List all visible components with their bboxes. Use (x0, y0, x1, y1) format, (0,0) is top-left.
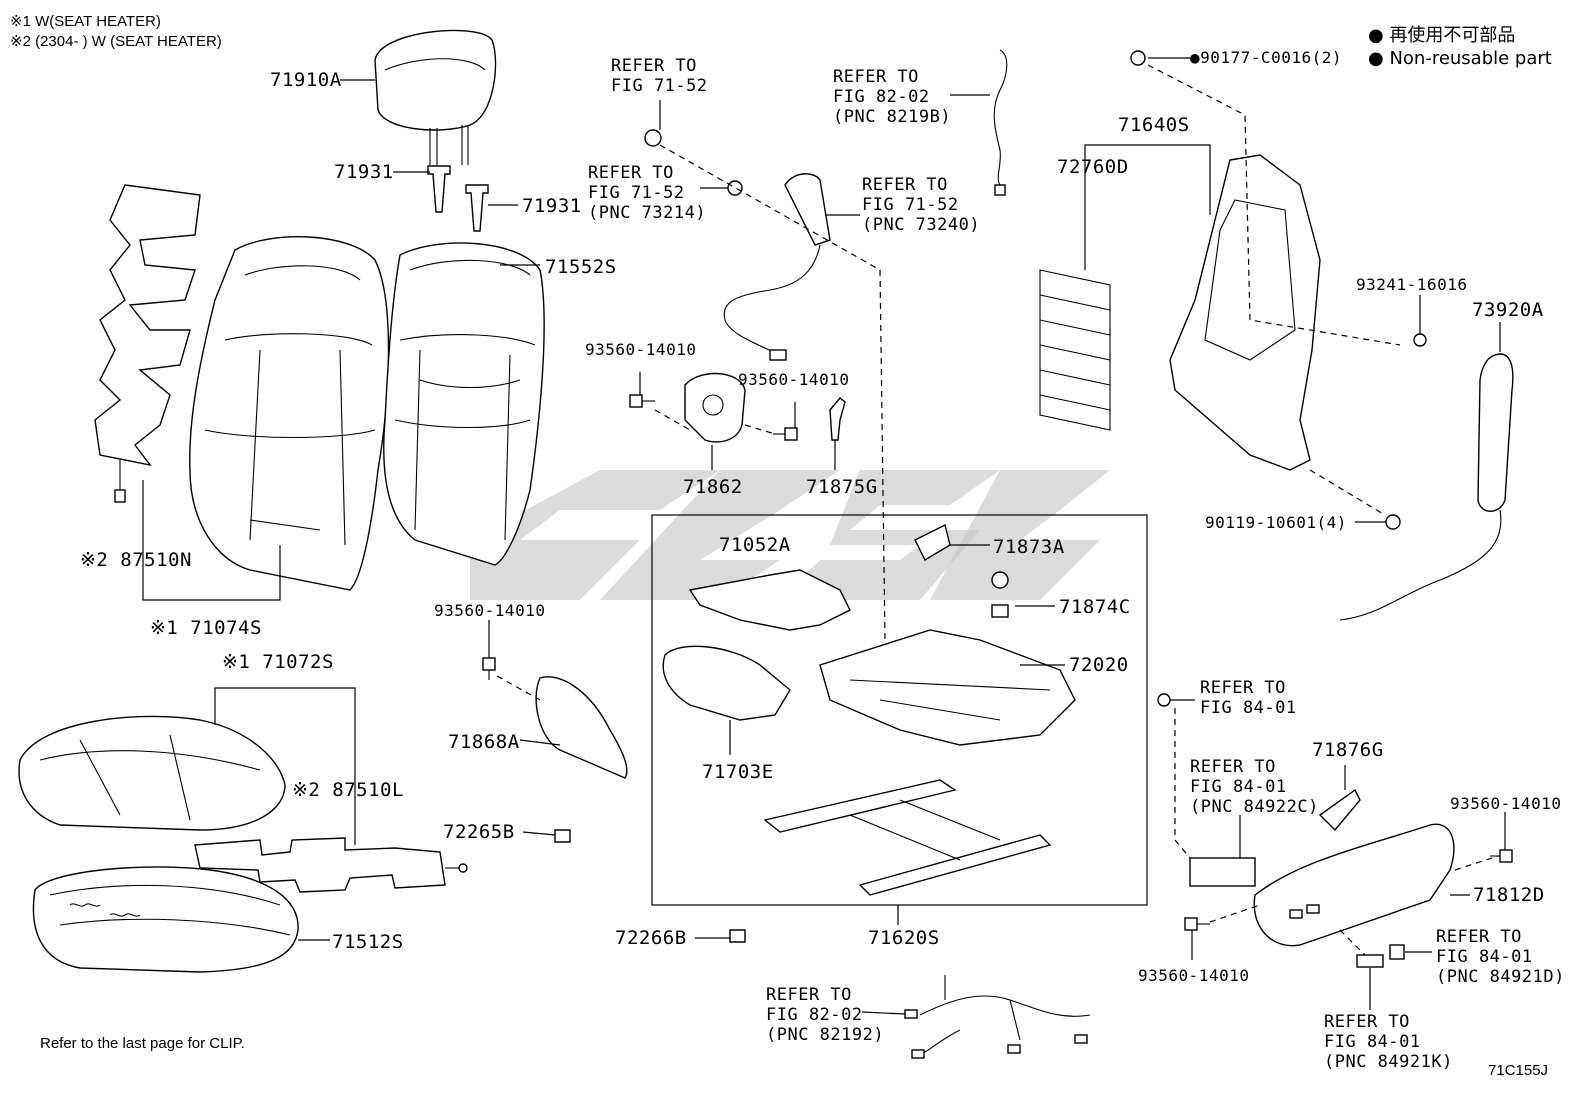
note-seat-heater-1: ※1 W(SEAT HEATER) (10, 13, 161, 30)
bracket-71875G (829, 397, 846, 441)
airbag-73920A (1339, 353, 1514, 621)
part-label-71910A[interactable]: 71910A (270, 69, 342, 91)
nut-refer-71-52 (644, 129, 662, 147)
clip-73214 (727, 180, 743, 196)
harness-8219B (993, 49, 1008, 196)
refer-to-pnc-73240[interactable]: REFER TO FIG 71-52 (PNC 73240) (862, 175, 981, 235)
knob-84921 (1356, 944, 1405, 968)
dashed-guide-lines (496, 64, 1499, 956)
seat-lifter-cover-71862 (684, 372, 746, 443)
part-label-71862[interactable]: 71862 (683, 476, 743, 498)
bolt-93560 (482, 394, 1513, 931)
part-label-87510L[interactable]: ※2 87510L (292, 779, 404, 801)
part-label-73920A[interactable]: 73920A (1472, 299, 1544, 321)
part-label-93560-e[interactable]: 93560-14010 (1138, 966, 1250, 985)
wire-harness-82192 (904, 975, 1091, 1059)
legend-english: ● Non-reusable part (1368, 48, 1552, 69)
power-seat-switch-cover-71812D (1253, 823, 1455, 947)
part-label-93560-b[interactable]: 93560-14010 (738, 370, 850, 389)
part-label-71052A[interactable]: 71052A (719, 534, 791, 556)
part-label-71931-b[interactable]: 71931 (522, 195, 582, 217)
part-label-93560-d[interactable]: 93560-14010 (1450, 794, 1562, 813)
part-label-71874C[interactable]: 71874C (1059, 596, 1131, 618)
part-label-93560-c[interactable]: 93560-14010 (434, 601, 546, 620)
seat-cushion-heater-mat (194, 837, 468, 893)
note-seat-heater-2: ※2 (2304- ) W (SEAT HEATER) (10, 33, 222, 50)
headrest-guide-71931 (427, 165, 489, 232)
part-label-71620S[interactable]: 71620S (868, 927, 940, 949)
watermark-logo (470, 470, 1110, 600)
part-label-93560-a[interactable]: 93560-14010 (585, 340, 697, 359)
seat-cushion-pan-71703E (662, 645, 791, 721)
refer-to-pnc-82192[interactable]: REFER TO FIG 82-02 (PNC 82192) (766, 985, 885, 1045)
seat-cushion-plate-71052A (688, 569, 851, 631)
part-label-72266B[interactable]: 72266B (615, 927, 687, 949)
switch-84922C (1189, 857, 1256, 887)
seatback-frame-71640S (1169, 154, 1321, 471)
part-label-71875G[interactable]: 71875G (806, 476, 878, 498)
clip-72266B (729, 929, 746, 943)
part-label-71072S[interactable]: ※1 71072S (222, 651, 334, 673)
seatback-heater-mat (94, 184, 201, 503)
sensor-71874C (991, 571, 1009, 618)
harness-73240 (723, 173, 831, 361)
part-label-72760D[interactable]: 72760D (1057, 156, 1129, 178)
part-label-71703E[interactable]: 71703E (702, 761, 774, 783)
refer-to-pnc-84921K[interactable]: REFER TO FIG 84-01 (PNC 84921K) (1324, 1012, 1453, 1072)
part-label-71640S[interactable]: 71640S (1118, 114, 1190, 136)
legend-japanese-text: 再使用不可部品 (1389, 25, 1516, 46)
part-label-90119[interactable]: 90119-10601(4) (1205, 513, 1347, 532)
seat-cushion-cover (18, 715, 286, 831)
seatback-cover (189, 236, 390, 591)
seatback-pad (383, 242, 545, 566)
part-label-72020[interactable]: 72020 (1069, 654, 1129, 676)
refer-to-fig-84-01[interactable]: REFER TO FIG 84-01 (1200, 678, 1297, 718)
part-label-93241[interactable]: 93241-16016 (1356, 275, 1468, 294)
seat-frame-72020 (819, 629, 1076, 746)
part-label-71074S[interactable]: ※1 71074S (150, 617, 262, 639)
part-label-90177[interactable]: ●90177-C0016(2) (1190, 48, 1342, 67)
part-label-71873A[interactable]: 71873A (993, 536, 1065, 558)
figure-code: 71C155J (1488, 1062, 1549, 1079)
part-label-71868A[interactable]: 71868A (448, 731, 520, 753)
cover-71876G (1318, 788, 1361, 832)
seat-cushion-pad (32, 866, 299, 973)
refer-to-fig-71-52-nut[interactable]: REFER TO FIG 71-52 (611, 56, 708, 96)
refer-to-pnc-84921D[interactable]: REFER TO FIG 84-01 (PNC 84921D) (1436, 927, 1565, 987)
part-label-87510N[interactable]: ※2 87510N (80, 549, 192, 571)
part-label-71512S[interactable]: 71512S (332, 931, 404, 953)
bolts-right (1130, 50, 1427, 707)
headrest-71910A (374, 29, 497, 165)
part-label-71931-a[interactable]: 71931 (334, 161, 394, 183)
seat-side-shield-71868A (535, 676, 628, 779)
seatback-spring-72760D (1039, 269, 1111, 431)
clip-72265B (554, 829, 571, 843)
part-label-71812D[interactable]: 71812D (1473, 884, 1545, 906)
clip-note: Refer to the last page for CLIP. (40, 1035, 245, 1052)
legend-japanese: ● 再使用不可部品 (1368, 25, 1516, 46)
seat-frame-group-box (651, 514, 1148, 906)
refer-to-pnc-73214[interactable]: REFER TO FIG 71-52 (PNC 73214) (588, 163, 707, 223)
seat-track-adjuster (763, 779, 1052, 896)
part-label-71876G[interactable]: 71876G (1312, 739, 1384, 761)
legend-english-text: Non-reusable part (1389, 48, 1552, 69)
refer-to-pnc-84922C[interactable]: REFER TO FIG 84-01 (PNC 84922C) (1190, 757, 1319, 817)
part-label-71552S[interactable]: 71552S (545, 256, 617, 278)
part-label-72265B[interactable]: 72265B (443, 821, 515, 843)
refer-to-pnc-8219B[interactable]: REFER TO FIG 82-02 (PNC 8219B) (833, 67, 952, 127)
leader-lines (142, 57, 1506, 1015)
